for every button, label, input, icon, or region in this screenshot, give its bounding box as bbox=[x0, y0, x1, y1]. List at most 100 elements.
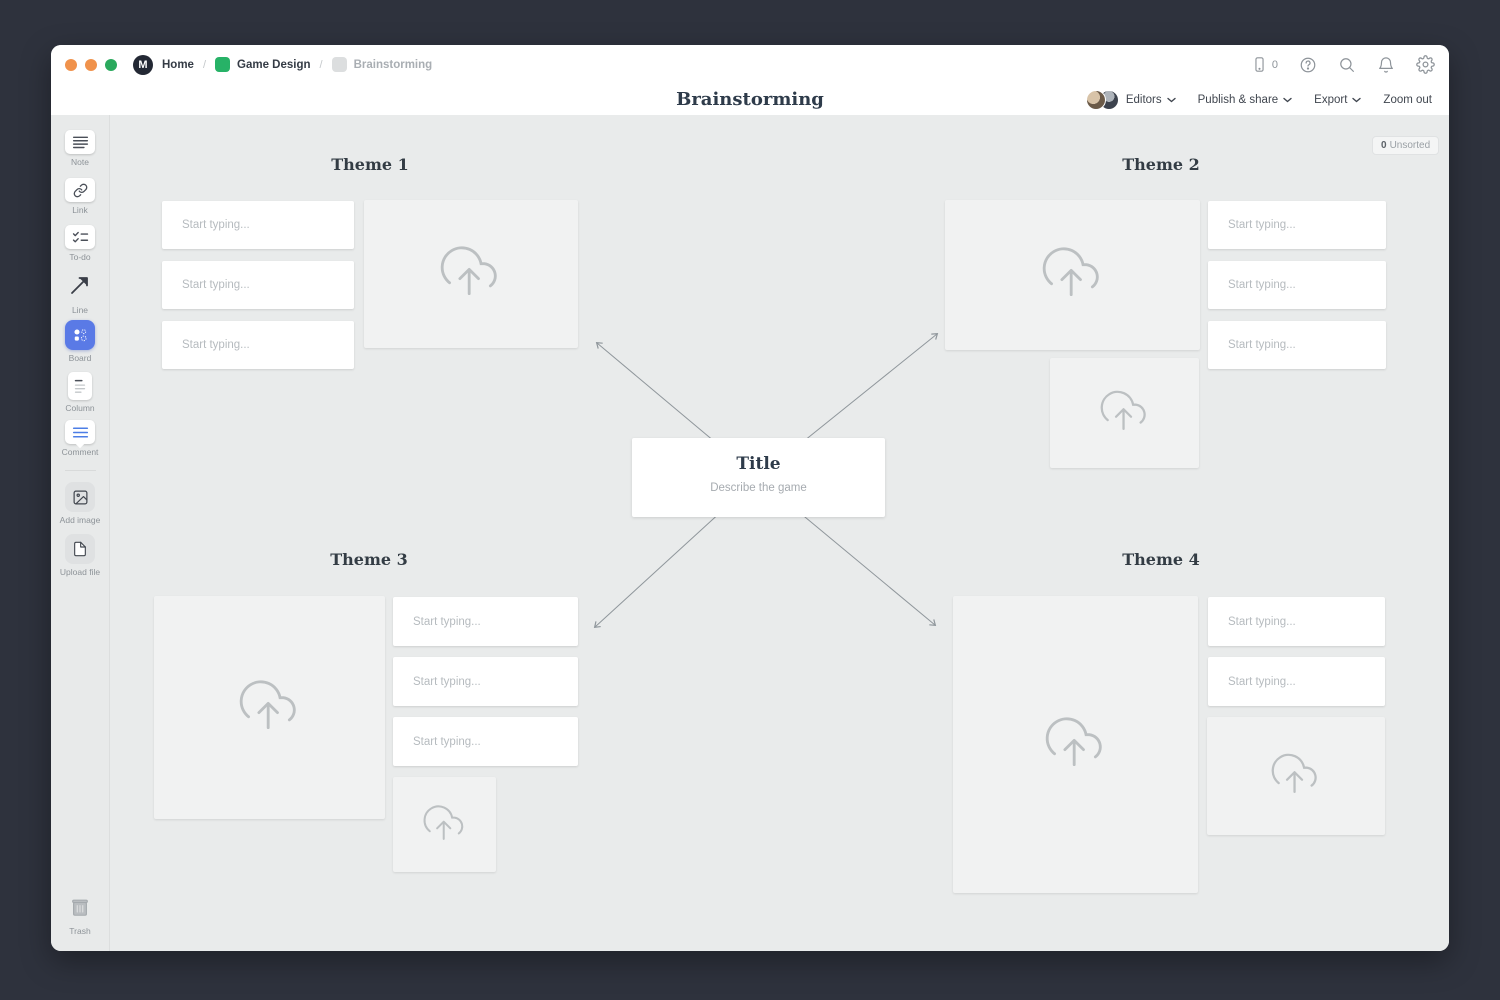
sidebar-item-upload-file[interactable]: Upload file bbox=[51, 534, 109, 577]
breadcrumb-separator: / bbox=[319, 58, 323, 71]
publish-share-menu[interactable]: Publish & share bbox=[1198, 94, 1293, 106]
export-label: Export bbox=[1314, 93, 1348, 106]
gear-icon bbox=[1416, 55, 1435, 74]
image-dropzone[interactable] bbox=[154, 596, 385, 819]
note-icon bbox=[65, 130, 95, 154]
theme-2-heading[interactable]: Theme 2 bbox=[1122, 155, 1200, 174]
line-arrow-icon bbox=[65, 272, 95, 298]
editor-avatars bbox=[1085, 89, 1119, 110]
editors-label: Editors bbox=[1125, 93, 1162, 106]
export-menu[interactable]: Export bbox=[1314, 93, 1362, 106]
cloud-upload-icon bbox=[440, 243, 502, 305]
mobile-uploads-button[interactable]: 0 bbox=[1251, 56, 1278, 73]
titlebar-actions: 0 bbox=[1251, 55, 1435, 74]
notifications-button[interactable] bbox=[1377, 56, 1395, 74]
search-button[interactable] bbox=[1338, 56, 1356, 74]
cloud-upload-icon bbox=[239, 677, 301, 739]
image-dropzone[interactable] bbox=[393, 777, 496, 872]
search-icon bbox=[1340, 57, 1354, 72]
window-minimize-button[interactable] bbox=[85, 58, 97, 71]
board-actions: Editors Publish & share Export Zoom out bbox=[1085, 89, 1449, 110]
chevron-down-icon bbox=[1166, 97, 1176, 102]
breadcrumb-game-design[interactable]: Game Design bbox=[215, 57, 311, 72]
zoom-out-button[interactable]: Zoom out bbox=[1383, 94, 1432, 106]
breadcrumb-home[interactable]: Home bbox=[162, 59, 194, 71]
cloud-upload-icon bbox=[1100, 388, 1150, 438]
phone-icon bbox=[1255, 57, 1264, 72]
note-card[interactable]: Start typing... bbox=[1208, 321, 1386, 369]
comment-icon bbox=[65, 420, 95, 444]
sidebar-item-label: Comment bbox=[61, 447, 99, 457]
window-zoom-button[interactable] bbox=[105, 58, 117, 71]
sidebar-item-label: Add image bbox=[59, 515, 101, 525]
note-card[interactable]: Start typing... bbox=[1208, 597, 1385, 646]
help-icon bbox=[1300, 57, 1316, 72]
note-card[interactable]: Start typing... bbox=[393, 657, 578, 706]
sidebar-item-label: Board bbox=[68, 353, 92, 363]
sidebar-item-comment[interactable]: Comment bbox=[51, 420, 109, 457]
sidebar-item-line[interactable]: Line bbox=[51, 272, 109, 315]
note-placeholder: Start typing... bbox=[413, 735, 481, 748]
theme-3-heading[interactable]: Theme 3 bbox=[330, 550, 408, 569]
app-window: M Home / Game Design / Brainstorming 0 bbox=[51, 45, 1449, 951]
editors-menu[interactable]: Editors bbox=[1085, 89, 1176, 110]
cloud-upload-icon bbox=[1271, 751, 1321, 801]
sidebar-item-todo[interactable]: To-do bbox=[51, 225, 109, 262]
sidebar-item-note[interactable]: Note bbox=[51, 130, 109, 167]
unsorted-label: Unsorted bbox=[1389, 140, 1431, 151]
theme-1-heading[interactable]: Theme 1 bbox=[331, 155, 409, 174]
image-dropzone[interactable] bbox=[1050, 358, 1199, 468]
center-title-card[interactable]: Title Describe the game bbox=[632, 438, 885, 517]
note-card[interactable]: Start typing... bbox=[162, 261, 354, 309]
help-button[interactable] bbox=[1299, 56, 1317, 74]
sidebar-item-column[interactable]: Column bbox=[51, 372, 109, 413]
sidebar-item-label: Trash bbox=[69, 926, 91, 936]
theme-4-heading[interactable]: Theme 4 bbox=[1122, 550, 1200, 569]
image-dropzone[interactable] bbox=[945, 200, 1200, 350]
sidebar-item-link[interactable]: Link bbox=[51, 178, 109, 215]
center-card-subtitle: Describe the game bbox=[710, 482, 807, 494]
sidebar-item-label: Upload file bbox=[59, 567, 101, 577]
page-title: Brainstorming bbox=[676, 89, 824, 110]
note-card[interactable]: Start typing... bbox=[162, 201, 354, 249]
avatar bbox=[1085, 89, 1106, 110]
sidebar-item-add-image[interactable]: Add image bbox=[51, 482, 109, 525]
note-card[interactable]: Start typing... bbox=[1208, 201, 1386, 249]
publish-share-label: Publish & share bbox=[1197, 93, 1279, 106]
note-placeholder: Start typing... bbox=[1228, 615, 1296, 628]
app-header: M Home / Game Design / Brainstorming 0 bbox=[51, 45, 1449, 115]
note-placeholder: Start typing... bbox=[1228, 219, 1296, 231]
window-close-button[interactable] bbox=[65, 58, 77, 71]
note-card[interactable]: Start typing... bbox=[1208, 657, 1385, 706]
breadcrumb-brainstorming[interactable]: Brainstorming bbox=[331, 57, 432, 72]
cloud-upload-icon bbox=[423, 803, 467, 847]
chevron-down-icon bbox=[1283, 97, 1292, 102]
breadcrumb-separator: / bbox=[202, 58, 207, 71]
image-dropzone[interactable] bbox=[1207, 717, 1385, 835]
sidebar-item-trash[interactable]: Trash bbox=[51, 894, 109, 936]
settings-button[interactable] bbox=[1416, 55, 1435, 74]
note-placeholder: Start typing... bbox=[1228, 279, 1296, 291]
milanote-logo-icon[interactable]: M bbox=[133, 54, 153, 75]
board-swatch-icon bbox=[331, 57, 347, 72]
note-placeholder: Start typing... bbox=[1228, 675, 1296, 688]
note-card[interactable]: Start typing... bbox=[1208, 261, 1386, 309]
sidebar-item-label: Line bbox=[71, 305, 89, 315]
board-icon bbox=[65, 320, 95, 350]
board-swatch-icon bbox=[215, 57, 231, 72]
note-card[interactable]: Start typing... bbox=[162, 321, 354, 369]
note-card[interactable]: Start typing... bbox=[393, 597, 578, 646]
unsorted-count: 0 bbox=[1381, 140, 1387, 151]
note-card[interactable]: Start typing... bbox=[393, 717, 578, 766]
window-controls bbox=[65, 58, 117, 71]
image-dropzone[interactable] bbox=[953, 596, 1198, 893]
sidebar-item-label: To-do bbox=[69, 252, 91, 262]
cloud-upload-icon bbox=[1045, 714, 1107, 776]
sidebar-item-label: Column bbox=[65, 403, 95, 413]
sidebar-item-board[interactable]: Board bbox=[51, 320, 109, 363]
bell-icon bbox=[1379, 56, 1393, 73]
image-dropzone[interactable] bbox=[364, 200, 578, 348]
note-placeholder: Start typing... bbox=[413, 675, 481, 688]
